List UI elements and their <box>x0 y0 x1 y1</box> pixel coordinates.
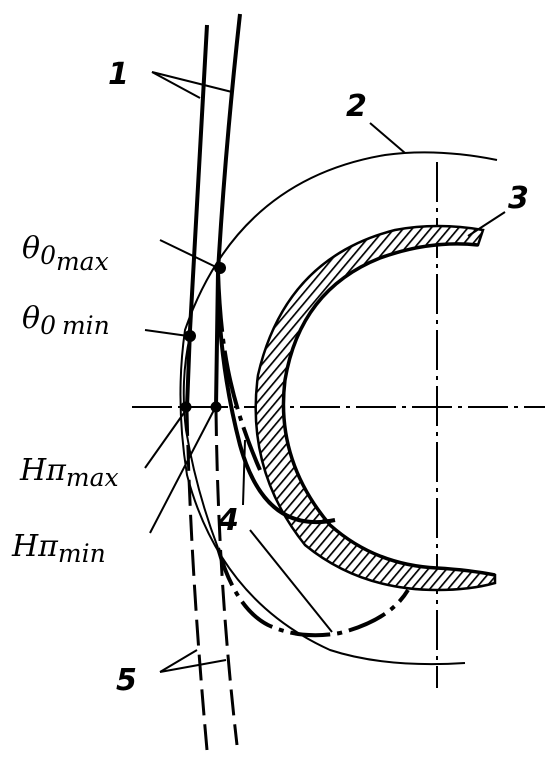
leader-4a <box>242 439 246 506</box>
trajectory-4-upper <box>216 271 262 471</box>
callout-2: 2 <box>346 89 367 124</box>
callout-5: 5 <box>116 663 137 698</box>
label-h-min: Hπmin <box>11 529 106 568</box>
ring-inner-edge <box>281 242 496 577</box>
point-h-min <box>210 401 222 413</box>
leader-5b <box>159 659 227 673</box>
callout-4: 4 <box>217 503 239 538</box>
leader-theta-max <box>159 239 219 269</box>
label-theta-min-symbol: θ <box>22 301 40 336</box>
line-5-right <box>214 409 239 746</box>
callout-3: 3 <box>508 181 529 216</box>
callout-1: 1 <box>108 57 129 92</box>
point-theta-min <box>184 330 196 342</box>
line-5-left <box>185 409 209 751</box>
lines-5 <box>185 409 239 751</box>
lines-1 <box>185 13 242 408</box>
label-h-max: Hπmax <box>19 453 119 492</box>
label-h-max-symbol: H <box>19 453 47 488</box>
leader-1a <box>151 71 201 99</box>
circle-2 <box>179 151 498 666</box>
leader-4b <box>249 529 333 633</box>
trajectory-4-lower <box>216 547 410 638</box>
leader-1b <box>151 71 233 93</box>
label-theta-max: θ0max <box>22 231 109 276</box>
label-theta-min-sub2: min <box>62 311 110 340</box>
point-theta-max <box>214 262 226 274</box>
leader-h-max <box>144 409 187 469</box>
leader-theta-min <box>144 329 189 337</box>
center-lines <box>132 162 545 688</box>
label-theta-max-sub2: max <box>56 247 109 276</box>
leader-h-min <box>149 409 215 534</box>
label-h-min-sub: π <box>37 529 59 564</box>
label-h-min-sub2: min <box>58 539 106 568</box>
label-theta-max-sub: 0 <box>40 241 56 270</box>
leader-5a <box>159 649 198 673</box>
leader-2 <box>369 122 406 154</box>
label-h-min-symbol: H <box>11 529 39 564</box>
label-theta-min-sub: 0 <box>40 311 56 340</box>
leaders <box>144 71 506 673</box>
line-1-left <box>185 24 209 408</box>
point-h-max <box>180 401 192 413</box>
label-h-max-sub: π <box>45 453 67 488</box>
label-h-max-sub2: max <box>66 463 119 492</box>
leader-3 <box>467 211 506 237</box>
label-theta-max-symbol: θ <box>22 231 40 266</box>
line-1-right <box>214 13 242 408</box>
